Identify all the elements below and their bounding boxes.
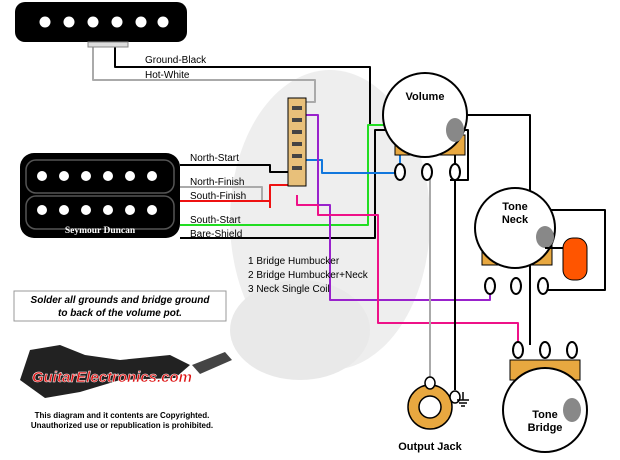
label-bare-shield: Bare-Shield xyxy=(190,229,242,240)
tone-bridge-label-line1: Tone xyxy=(532,409,557,421)
label-south-start: South-Start xyxy=(190,215,241,226)
output-jack-label: Output Jack xyxy=(398,441,462,453)
tone-neck-label-line1: Tone xyxy=(502,201,527,213)
wire-north-finish xyxy=(180,186,263,202)
three-way-switch xyxy=(287,97,307,187)
copyright-line2: Unauthorized use or republication is pro… xyxy=(31,421,213,430)
tone-bridge-pot: Tone Bridge xyxy=(502,341,588,453)
label-north-finish: North-Finish xyxy=(190,177,244,188)
capacitor xyxy=(545,237,588,281)
humbucker-pickup: Seymour Duncan xyxy=(20,153,180,238)
wire-switch-purple xyxy=(305,114,491,301)
switch-position-3: 3 Neck Single Coil xyxy=(248,284,330,295)
wire-south-finish xyxy=(180,184,292,208)
note-line1: Solder all grounds and bridge ground xyxy=(31,295,211,306)
label-north-start: North-Start xyxy=(190,153,239,164)
tone-neck-pot: Tone Neck xyxy=(474,187,556,295)
guitar-silhouette-icon xyxy=(20,345,190,398)
switch-position-1: 1 Bridge Humbucker xyxy=(248,256,340,267)
wire-north-start xyxy=(180,164,292,173)
wire-labels: Ground-Black Hot-White North-Start North… xyxy=(145,55,246,240)
humbucker-brand: Seymour Duncan xyxy=(65,226,136,236)
output-jack: Output Jack xyxy=(398,376,469,453)
switch-position-2: 2 Bridge Humbucker+Neck xyxy=(248,270,369,281)
ground-symbol-icon xyxy=(457,392,469,407)
switch-legend: 1 Bridge Humbucker 2 Bridge Humbucker+Ne… xyxy=(248,256,369,295)
volume-label: Volume xyxy=(406,91,445,103)
tone-neck-label-line2: Neck xyxy=(502,214,529,226)
wire-single-hot-white xyxy=(92,40,316,103)
logo: GuitarElectronics.com xyxy=(20,345,232,398)
tone-bridge-label-line2: Bridge xyxy=(528,422,563,434)
ground-note-box: Solder all grounds and bridge ground to … xyxy=(13,290,227,322)
copyright-line1: This diagram and it contents are Copyrig… xyxy=(35,411,210,420)
label-south-finish: South-Finish xyxy=(190,191,246,202)
label-ground-black: Ground-Black xyxy=(145,55,207,66)
logo-text: GuitarElectronics.com xyxy=(32,369,192,386)
volume-pot: Volume xyxy=(382,72,468,181)
label-hot-white: Hot-White xyxy=(145,70,190,81)
copyright: This diagram and it contents are Copyrig… xyxy=(31,411,213,430)
note-line2: to back of the volume pot. xyxy=(58,308,182,319)
single-coil-pickup xyxy=(15,2,187,48)
wire-magenta xyxy=(296,195,519,345)
